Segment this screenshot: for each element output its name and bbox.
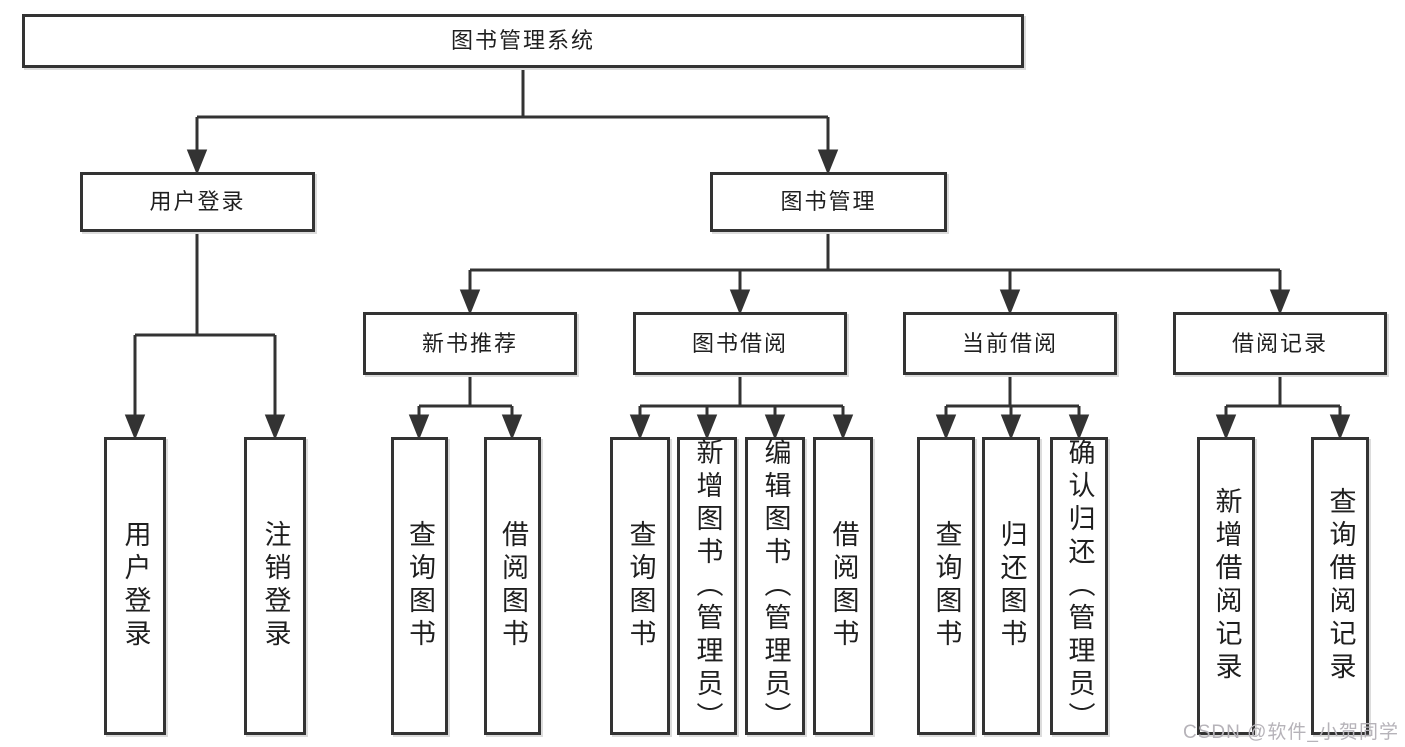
node-label: 图书借阅 bbox=[691, 330, 788, 356]
node-label: 查询图书 bbox=[625, 520, 656, 652]
node-label: 查询图书 bbox=[931, 520, 962, 652]
leaf-user-login: 用户登录 bbox=[104, 437, 166, 735]
node-root-library-system: 图书管理系统 bbox=[22, 14, 1024, 68]
node-label: 查询借阅记录 bbox=[1325, 487, 1356, 685]
node-label: 图书管理 bbox=[780, 189, 877, 214]
node-label: 编辑图书（管理员） bbox=[760, 437, 791, 735]
node-label: 新增借阅记录 bbox=[1211, 487, 1242, 685]
leaf-logout: 注销登录 bbox=[244, 437, 306, 735]
node-label: 当前借阅 bbox=[961, 330, 1058, 356]
node-label: 借阅图书 bbox=[498, 520, 528, 652]
node-label: 新书推荐 bbox=[421, 330, 518, 356]
node-borrowing-records: 借阅记录 bbox=[1173, 312, 1387, 375]
node-current-borrowing: 当前借阅 bbox=[903, 312, 1117, 375]
leaf-add-borrow-record: 新增借阅记录 bbox=[1197, 437, 1255, 735]
node-label: 确认归还（管理员） bbox=[1064, 437, 1095, 735]
leaf-return-books: 归还图书 bbox=[982, 437, 1040, 735]
node-label: 用户登录 bbox=[149, 189, 246, 214]
node-book-management: 图书管理 bbox=[710, 172, 947, 232]
leaf-borrow-books-recommend: 借阅图书 bbox=[484, 437, 541, 735]
node-book-borrowing: 图书借阅 bbox=[633, 312, 847, 375]
node-label: 新增图书（管理员） bbox=[692, 437, 723, 735]
csdn-watermark: CSDN @软件_小贺同学 bbox=[1183, 722, 1399, 743]
leaf-confirm-return-admin: 确认归还（管理员） bbox=[1050, 437, 1108, 735]
leaf-borrow-books: 借阅图书 bbox=[813, 437, 873, 735]
node-user-login: 用户登录 bbox=[80, 172, 315, 232]
leaf-query-books-borrow: 查询图书 bbox=[610, 437, 670, 735]
node-label: 借阅记录 bbox=[1231, 330, 1328, 356]
leaf-edit-book-admin: 编辑图书（管理员） bbox=[745, 437, 805, 735]
leaf-add-book-admin: 新增图书（管理员） bbox=[677, 437, 737, 735]
node-label: 注销登录 bbox=[260, 520, 291, 652]
leaf-query-books-recommend: 查询图书 bbox=[391, 437, 448, 735]
node-label: 图书管理系统 bbox=[450, 28, 595, 53]
node-label: 用户登录 bbox=[120, 520, 151, 652]
node-label: 查询图书 bbox=[405, 520, 435, 652]
leaf-query-books-current: 查询图书 bbox=[917, 437, 975, 735]
node-new-book-recommend: 新书推荐 bbox=[363, 312, 577, 375]
node-label: 归还图书 bbox=[996, 520, 1027, 652]
leaf-query-borrow-record: 查询借阅记录 bbox=[1311, 437, 1369, 735]
node-label: 借阅图书 bbox=[828, 520, 859, 652]
